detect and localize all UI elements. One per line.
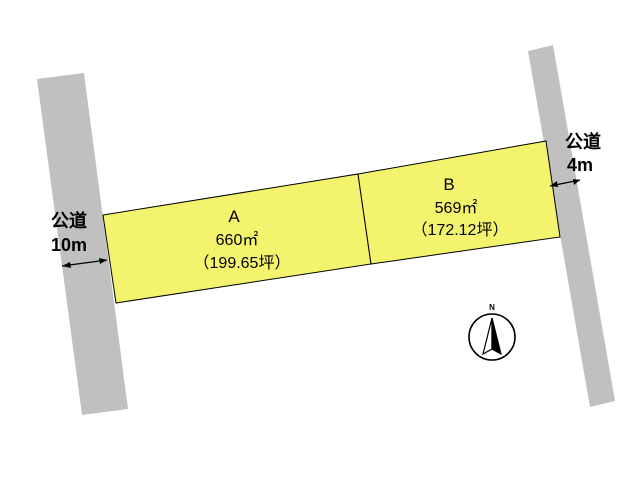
west-road-name: 公道	[51, 210, 87, 231]
east-road-width-dimension	[549, 179, 581, 187]
west-road	[37, 73, 128, 415]
north-label: N	[489, 303, 495, 312]
east-road-width: 4m	[567, 155, 593, 175]
east-road	[528, 45, 615, 407]
lot-a-area: 660㎡	[216, 231, 259, 249]
north-arrow-icon	[468, 313, 516, 361]
east-road-name: 公道	[565, 131, 601, 152]
west-road-width: 10m	[51, 235, 87, 255]
lot-b	[357, 140, 561, 265]
lot-b-letter: B	[443, 175, 454, 194]
lot-b-tsubo: （172.12坪）	[412, 221, 509, 239]
lot-a-letter: A	[228, 207, 240, 226]
west-road-width-dimension	[61, 258, 108, 268]
lot-a-tsubo: （199.65坪）	[194, 254, 291, 272]
lot-b-area: 569㎡	[435, 199, 478, 217]
